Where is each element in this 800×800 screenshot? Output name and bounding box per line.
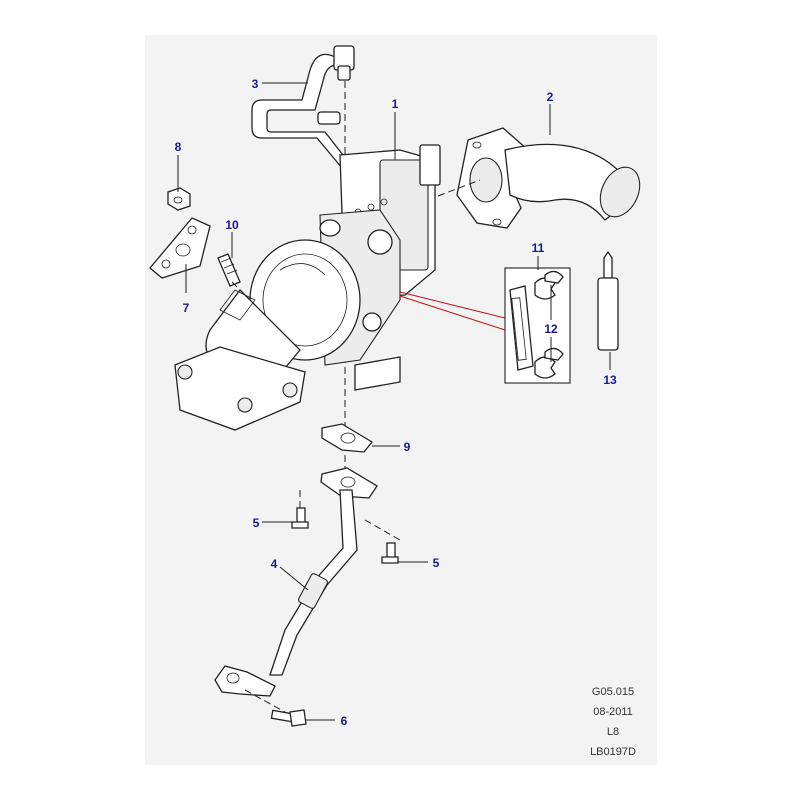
- callout-13: 13: [603, 373, 617, 387]
- callout-7: 7: [183, 301, 190, 315]
- part-11-seal-kit: [504, 267, 571, 384]
- leader-4: [279, 566, 309, 591]
- callout-9: 9: [404, 440, 411, 454]
- callout-12: 12: [544, 322, 558, 336]
- callout-4: 4: [271, 557, 278, 571]
- part-5-bolt-right: [381, 542, 399, 564]
- part-3-oil-feed-pipe: [251, 45, 355, 169]
- part-5-bolt-left: [291, 507, 309, 529]
- callout-10: 10: [225, 218, 239, 232]
- part-6-bolt: [270, 709, 307, 727]
- callout-11: 11: [532, 241, 545, 255]
- callout-6: 6: [341, 714, 348, 728]
- callout-5-left: 5: [253, 516, 260, 530]
- part-1-turbocharger: [174, 144, 441, 431]
- part-8-nut: [167, 187, 191, 211]
- callout-5-right: 5: [433, 556, 440, 570]
- part-10-stud: [217, 253, 241, 287]
- footer-model: L8: [606, 726, 620, 738]
- red-leader-lower: [399, 295, 506, 331]
- dash-duct: [437, 179, 481, 197]
- red-leader-upper: [399, 291, 506, 319]
- callout-2: 2: [547, 90, 554, 104]
- footer-date: 08-2011: [593, 706, 633, 718]
- part-7-gasket: [149, 217, 211, 279]
- dash-bolt-6: [244, 689, 286, 713]
- callout-1: 1: [392, 97, 399, 111]
- callout-8: 8: [175, 140, 182, 154]
- part-2-outlet-duct: [456, 127, 641, 229]
- part-4-oil-return-pipe: [214, 467, 378, 697]
- footer-ref: G05.015: [591, 686, 635, 698]
- footer-code: LB0197D: [590, 746, 636, 758]
- dash-bolt-right: [364, 519, 401, 541]
- part-13-sealant-tube: [597, 250, 619, 351]
- callout-3: 3: [252, 77, 259, 91]
- part-9-gasket: [321, 423, 373, 453]
- dash-stud: [231, 281, 251, 301]
